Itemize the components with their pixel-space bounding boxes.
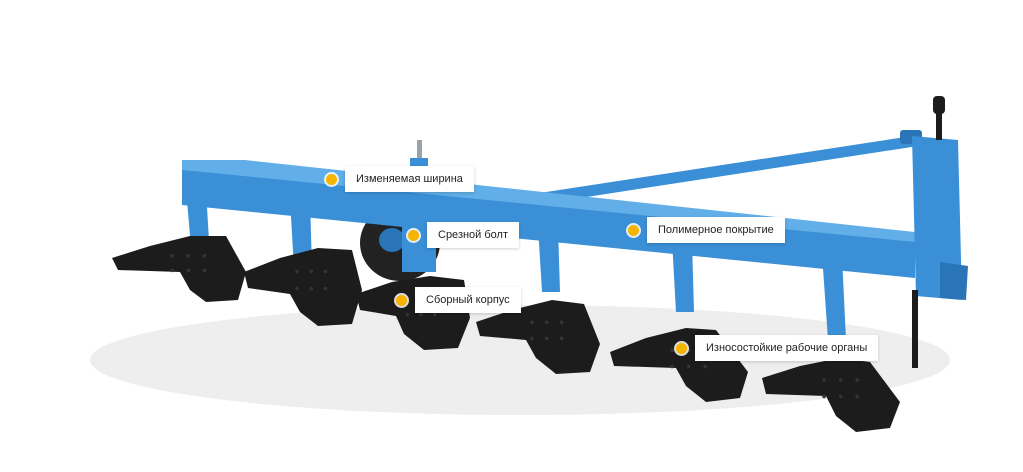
bolt-hole xyxy=(855,378,860,383)
bolt-hole xyxy=(670,364,674,369)
plough-body-1 xyxy=(112,236,246,302)
beam-legs xyxy=(186,190,846,340)
bolt-hole xyxy=(405,312,410,317)
bolt-hole xyxy=(822,378,826,383)
bolt-hole xyxy=(202,254,207,258)
plough-body-2 xyxy=(244,248,362,326)
bolt-hole xyxy=(838,378,843,383)
leg-4 xyxy=(672,240,694,312)
handle-shaft xyxy=(936,100,942,140)
bolt-hole xyxy=(419,312,423,317)
bolt-hole xyxy=(838,394,843,399)
bolt-hole xyxy=(309,269,314,274)
leg-2 xyxy=(290,200,312,268)
bolt-hole xyxy=(323,269,328,274)
bolt-hole xyxy=(530,320,534,325)
hotspot-polymer-coating[interactable]: Полимерное покрытие xyxy=(628,217,785,243)
hotspot-label: Сборный корпус xyxy=(415,287,521,313)
bolt-hole xyxy=(170,254,175,258)
bolt-hole xyxy=(186,268,191,273)
headstock-side xyxy=(940,262,968,300)
bolt-hole xyxy=(822,394,826,399)
bolt-hole xyxy=(686,364,691,369)
bolt-hole xyxy=(670,348,674,353)
bolt-hole xyxy=(432,312,437,317)
top-link-strut xyxy=(520,136,918,206)
headstock-pole xyxy=(912,290,918,368)
main-beam xyxy=(182,170,915,278)
hotspot-wear-resistant-parts[interactable]: Износостойкие рабочие органы xyxy=(676,335,879,361)
bolt-hole xyxy=(295,269,299,274)
hotspot-dot[interactable] xyxy=(676,342,687,354)
bolt-hole xyxy=(686,348,691,353)
hotspot-label: Изменяемая ширина xyxy=(345,166,474,192)
bolt-hole xyxy=(530,336,534,341)
bolt-hole xyxy=(170,268,175,273)
handle-grip xyxy=(933,96,945,114)
headstock xyxy=(912,96,968,368)
bolt-hole xyxy=(703,364,708,369)
bolt-hole xyxy=(855,394,860,399)
bolt-hole xyxy=(186,254,191,258)
hotspot-assembled-body[interactable]: Сборный корпус xyxy=(396,287,521,313)
leg-5 xyxy=(822,254,846,340)
hotspot-label: Износостойкие рабочие органы xyxy=(695,335,879,361)
hotspot-dot[interactable] xyxy=(326,173,337,185)
bolt-hole xyxy=(295,286,299,291)
hotspot-label: Полимерное покрытие xyxy=(647,217,785,243)
plough-body-4 xyxy=(476,300,600,374)
leg-3 xyxy=(538,226,560,292)
plough-body-6 xyxy=(762,358,900,432)
hotspot-dot[interactable] xyxy=(408,229,419,241)
bolt-hole xyxy=(323,286,328,291)
bolt-hole xyxy=(559,336,564,341)
bolt-hole xyxy=(559,320,564,325)
hotspot-dot[interactable] xyxy=(628,224,639,236)
bolt-hole xyxy=(309,286,314,291)
wheel-hub xyxy=(379,228,405,252)
hotspot-variable-width[interactable]: Изменяемая ширина xyxy=(326,166,474,192)
hotspot-shear-bolt[interactable]: Срезной болт xyxy=(408,222,520,248)
bolt-hole xyxy=(544,320,549,325)
bolt-hole xyxy=(202,268,207,273)
bolt-hole xyxy=(544,336,549,341)
headstock-plate xyxy=(912,136,962,300)
hotspot-dot[interactable] xyxy=(396,294,407,306)
hotspot-label: Срезной болт xyxy=(427,222,520,248)
